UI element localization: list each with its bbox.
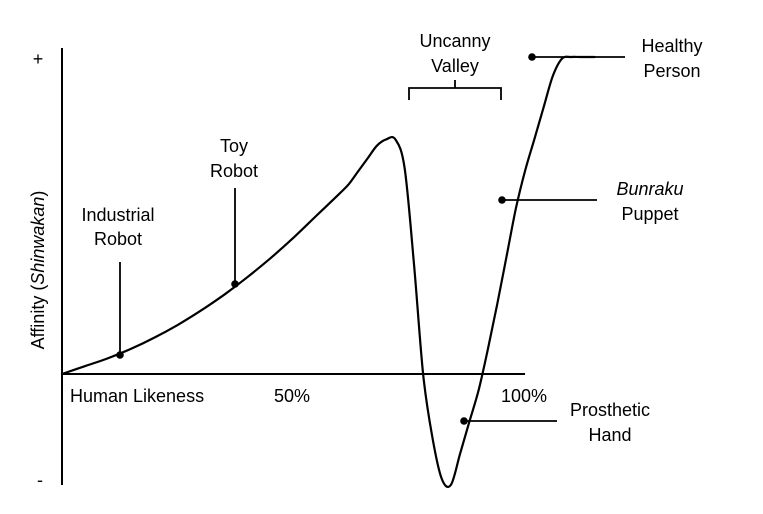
toy-robot-point [231, 280, 239, 288]
industrial-robot-point [116, 351, 124, 359]
y-axis-label: Affinity (Shinwakan) [28, 191, 48, 350]
toy-robot-label-2: Robot [210, 161, 258, 181]
uncanny-valley-label-2: Valley [431, 56, 479, 76]
y-tick-minus: - [37, 470, 43, 490]
uncanny-valley-label-1: Uncanny [419, 31, 490, 51]
affinity-curve [60, 55, 596, 488]
y-axis-label-italic: Shinwakan [28, 197, 48, 285]
bunraku-puppet-label-2: Puppet [621, 204, 678, 224]
x-tick-100: 100% [501, 386, 547, 406]
prosthetic-hand-point [460, 417, 468, 425]
bunraku-puppet-label-1: Bunraku [616, 179, 683, 199]
y-axis-label-suffix: ) [28, 191, 48, 197]
y-tick-plus: + [33, 49, 44, 69]
prosthetic-hand-label-1: Prosthetic [570, 400, 650, 420]
industrial-robot-label-1: Industrial [81, 205, 154, 225]
y-axis-label-prefix: Affinity ( [28, 285, 48, 350]
healthy-person-point [528, 53, 536, 61]
healthy-person-label-2: Person [643, 61, 700, 81]
industrial-robot-label-2: Robot [94, 229, 142, 249]
uncanny-valley-bracket [408, 80, 502, 100]
prosthetic-hand-label-2: Hand [588, 425, 631, 445]
toy-robot-label-1: Toy [220, 136, 248, 156]
healthy-person-label-1: Healthy [641, 36, 702, 56]
x-tick-50: 50% [274, 386, 310, 406]
x-axis-label: Human Likeness [70, 386, 204, 406]
bunraku-puppet-point [498, 196, 506, 204]
